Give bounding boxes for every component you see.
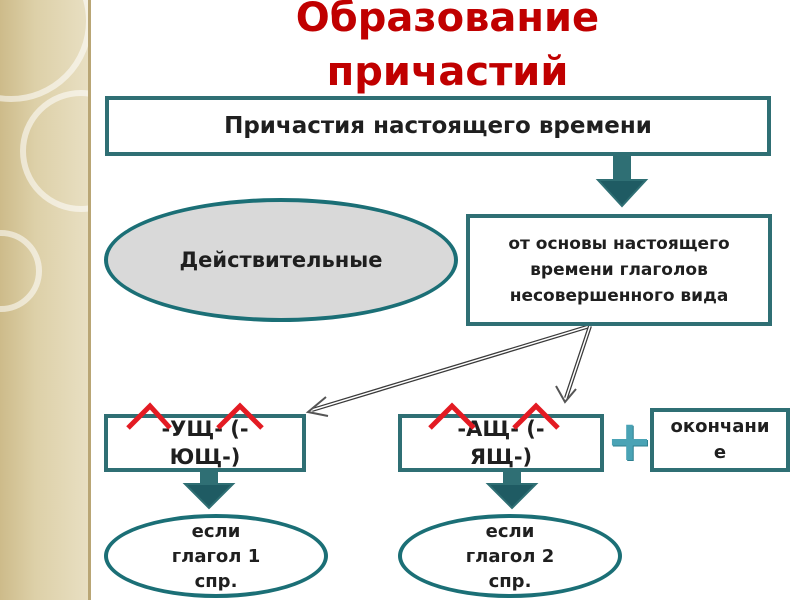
side-divider (88, 0, 91, 600)
conjugation-2-ellipse: если глагол 2 спр. (398, 514, 622, 598)
suffix-arc-marker (216, 402, 264, 430)
active-participles-ellipse: Действительные (104, 198, 458, 322)
title-line-2: причастий (326, 49, 569, 95)
suffix-arc-marker (126, 402, 172, 430)
arrow-down-right (485, 470, 539, 510)
arrow-to-right-suffix (555, 325, 592, 404)
suffix-arc-marker (428, 402, 476, 430)
plus-icon: + (606, 409, 653, 474)
present-participles-box: Причастия настоящего времени (105, 96, 771, 156)
decorative-side-panel (0, 0, 88, 600)
ending-box: окончание (650, 408, 790, 472)
arrow-down-left (182, 470, 236, 510)
verb-stem-source-box: от основы настоящего времени глаголов не… (466, 214, 772, 326)
conjugation-1-ellipse: если глагол 1 спр. (104, 514, 328, 598)
suffix-arc-marker (512, 402, 560, 430)
arrow-to-left-suffix (305, 324, 591, 417)
suffix-box-ushch: -УЩ- (-ЮЩ-) (104, 414, 306, 472)
arrow-down-header (595, 156, 649, 208)
title-line-1: Образование (295, 0, 600, 41)
